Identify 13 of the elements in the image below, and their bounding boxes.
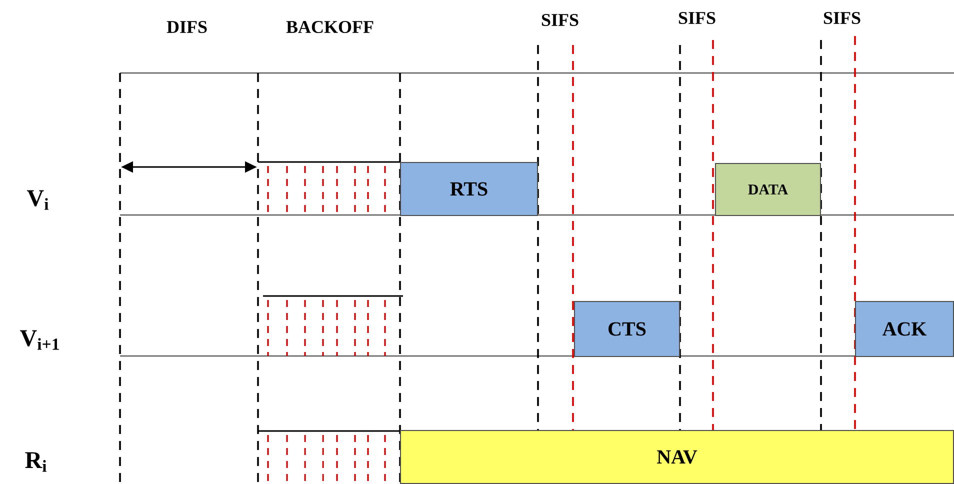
frame-box: DATA bbox=[715, 163, 821, 216]
frame-box: CTS bbox=[574, 301, 680, 357]
frame-box: ACK bbox=[855, 301, 954, 357]
interval-label: SIFS bbox=[678, 12, 716, 24]
nav-bar: NAV bbox=[400, 430, 954, 484]
interval-label: SIFS bbox=[824, 12, 860, 24]
interval-label: SIFS bbox=[542, 14, 578, 26]
station-label: V$_{i+1}$ bbox=[20, 330, 59, 350]
interval-label: BACKOFF bbox=[286, 20, 374, 34]
station-label: V$_{i}$ bbox=[27, 190, 49, 210]
frame-box: RTS bbox=[400, 162, 538, 216]
station-label: R$_{i}$ bbox=[25, 452, 47, 472]
interval-label: DIFS bbox=[166, 20, 207, 34]
